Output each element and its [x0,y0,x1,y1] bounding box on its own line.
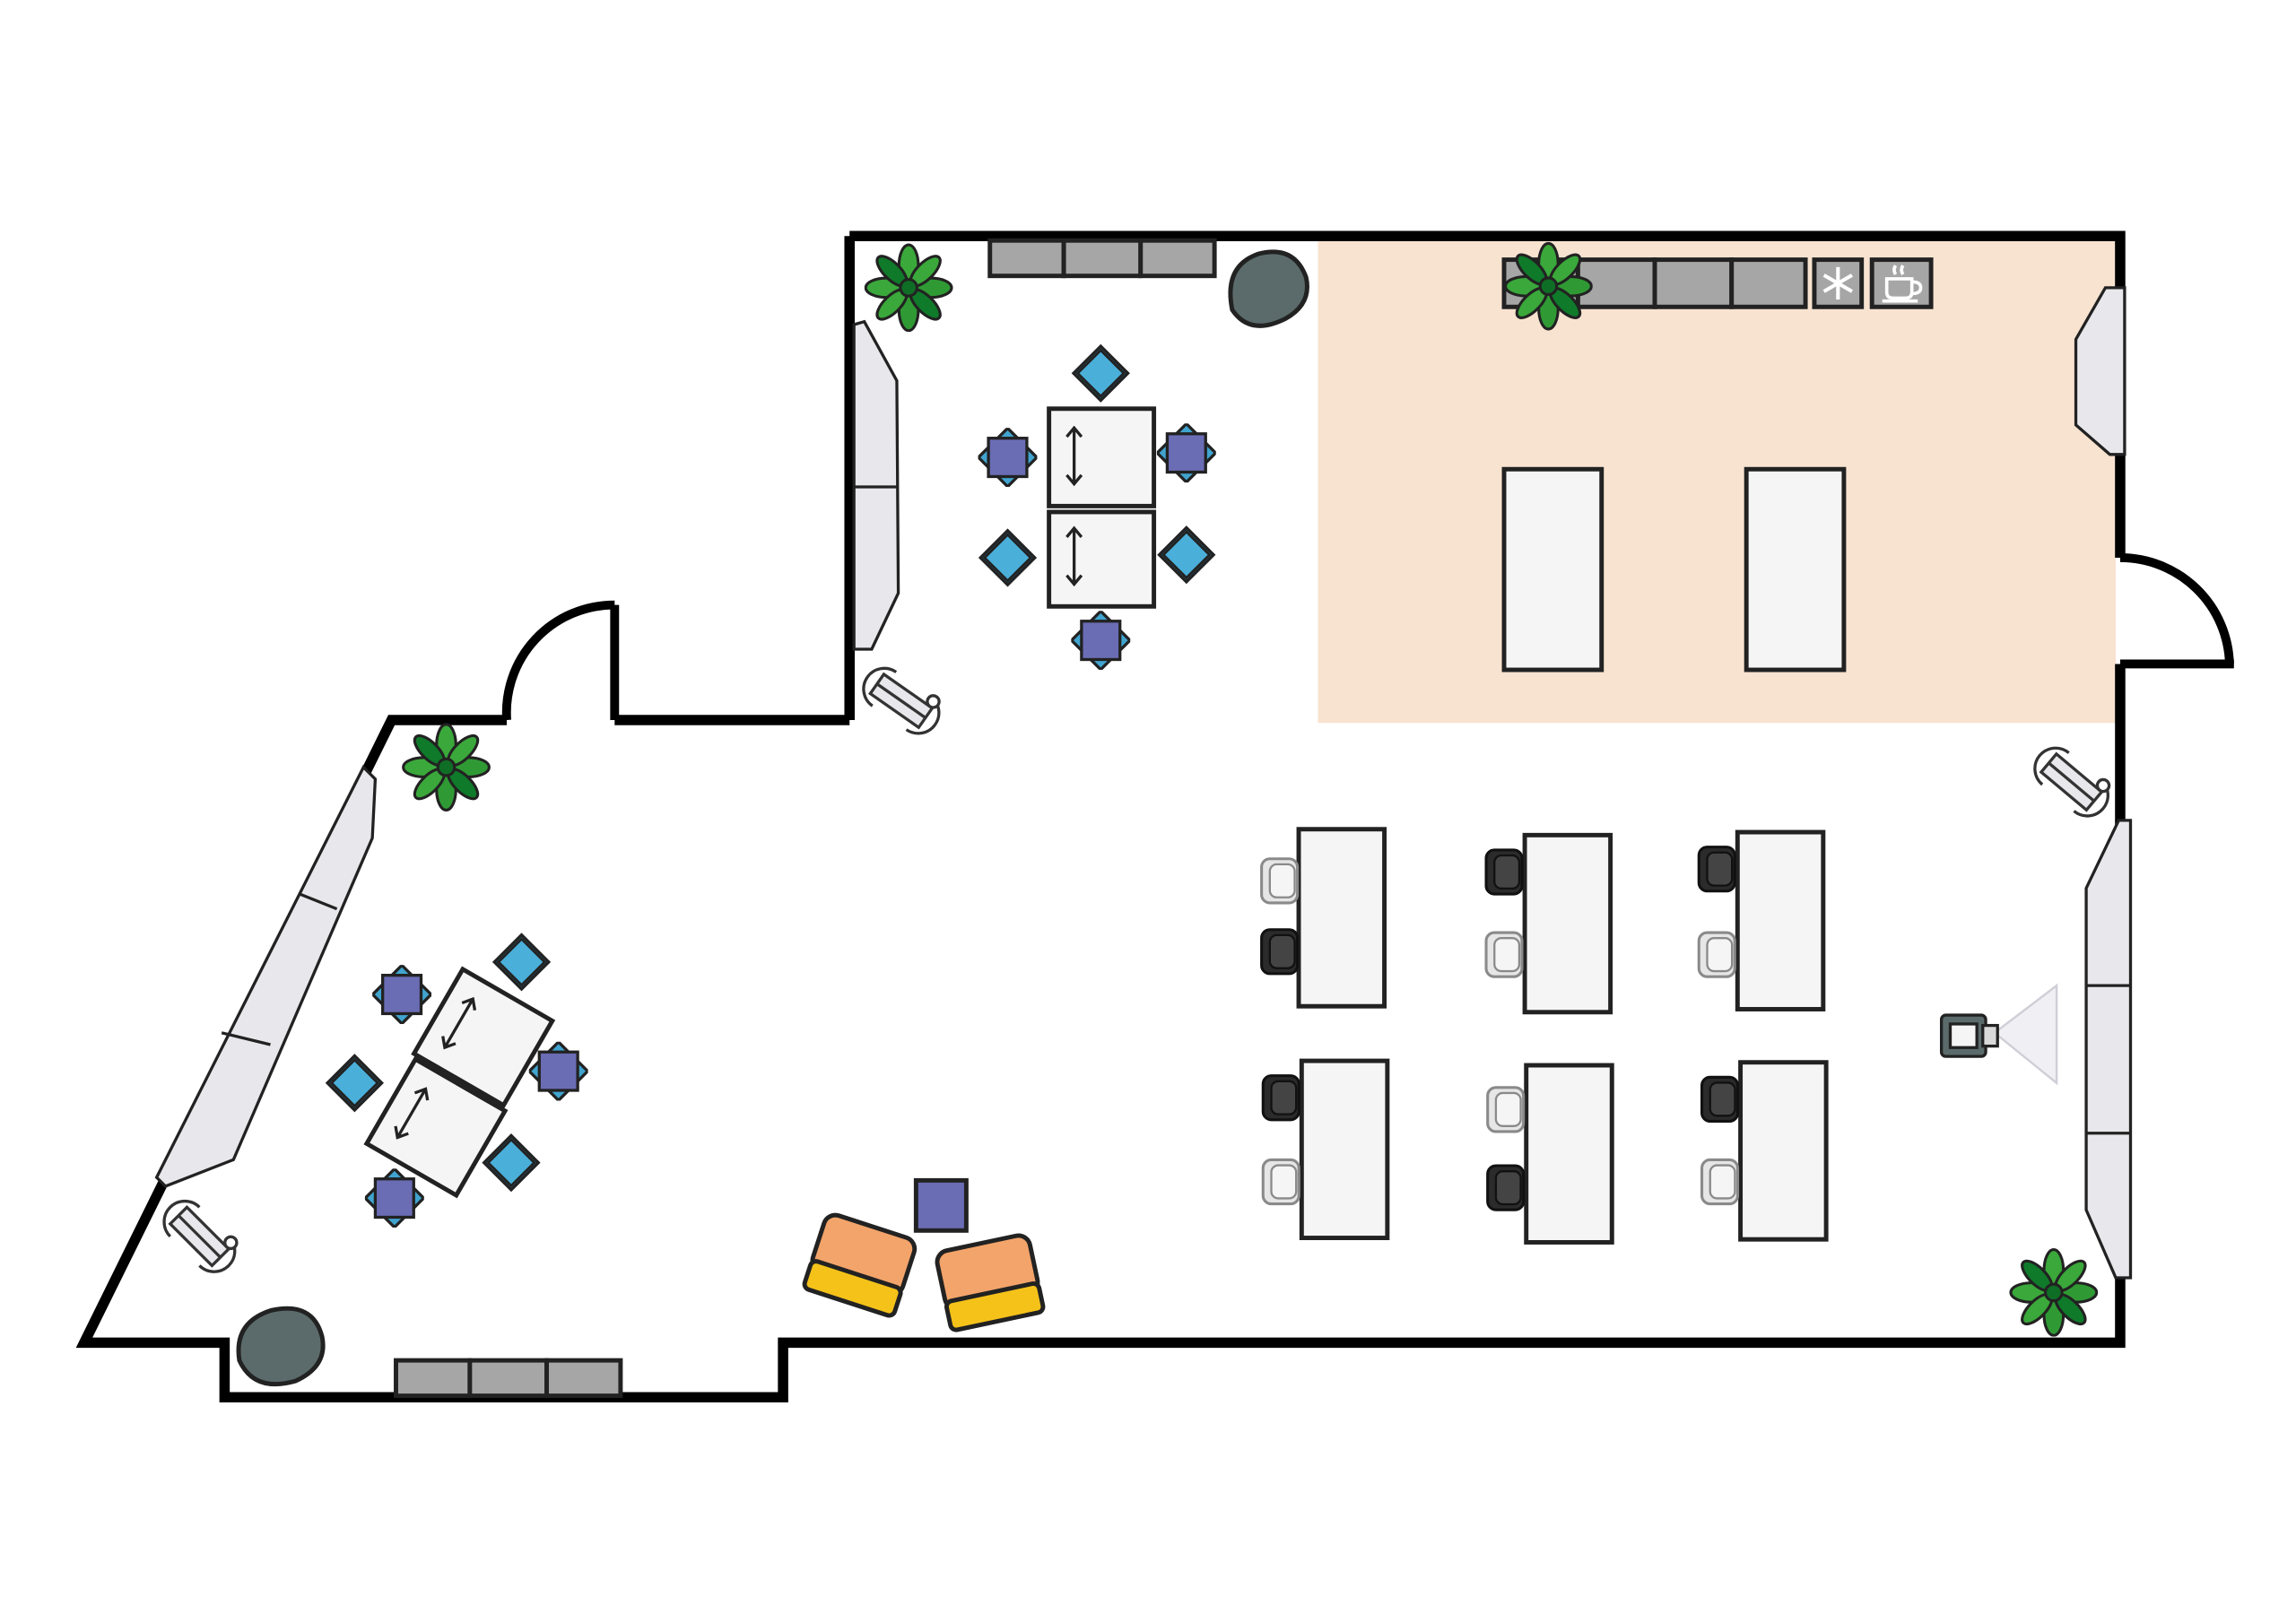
office-chair[interactable] [1486,1164,1526,1211]
workshop-table-left-1 [411,966,556,1108]
storage-cabinets-top [987,238,1217,279]
kitchen-table-2 [1744,466,1847,673]
office-chair[interactable] [1261,1074,1300,1122]
door-left[interactable] [501,600,620,721]
stool-seat[interactable] [372,965,432,1024]
camera-tripod-top [854,655,951,743]
stool-seat[interactable] [1071,611,1131,671]
office-chair[interactable] [1260,857,1300,905]
stool-seat[interactable] [364,1168,424,1228]
workshop-table-top-1 [1047,406,1157,508]
whiteboard-right-long [2084,819,2133,1280]
storage-cabinets-bottom [394,1358,623,1399]
office-chair[interactable] [1697,846,1736,893]
whiteboard-right-top [2074,286,2126,456]
projector-icon [1939,983,2058,1086]
double-arrow-icon [1065,525,1083,587]
office-chair[interactable] [1697,931,1736,978]
ottoman[interactable] [913,1177,969,1233]
camera-tripod-right [2024,735,2120,827]
stool-seat[interactable] [528,1041,588,1101]
stool-seat[interactable] [492,933,551,991]
lounge-chair-left[interactable] [802,1212,918,1318]
office-chair[interactable] [1260,928,1300,976]
office-chair[interactable] [1261,1158,1300,1206]
camera-tripod-left [153,1189,248,1282]
stool-seat[interactable] [978,529,1037,586]
office-chair[interactable] [1700,1075,1740,1124]
desk [1522,832,1613,1015]
stool-seat[interactable] [326,1054,384,1112]
desk [1296,827,1387,1009]
stool-seat[interactable] [978,428,1038,487]
office-chair[interactable] [1484,931,1524,978]
double-arrow-icon [1065,425,1083,487]
plant-icon [864,243,953,333]
office-chair[interactable] [1486,1086,1526,1133]
coffee-cup-icon [1869,257,1934,309]
kitchen-table-1 [1501,466,1605,673]
plant-icon [402,723,491,812]
office-chair[interactable] [1484,848,1524,896]
double-arrow-icon [394,1087,430,1140]
workshop-table-top-2 [1047,509,1157,609]
beanbag-top [1228,249,1309,328]
double-arrow-icon [441,996,477,1050]
desk [1735,829,1826,1011]
whiteboard-diagonal [154,764,378,1188]
beanbag-bottom [236,1306,326,1387]
stool-seat[interactable] [1157,525,1215,584]
office-chair[interactable] [1700,1158,1740,1206]
desk [1524,1063,1614,1245]
stool-seat[interactable] [483,1133,540,1192]
desk [1738,1060,1829,1242]
desk [1299,1058,1390,1241]
snowflake-icon [1812,257,1865,309]
lounge-chair-right[interactable] [935,1233,1046,1332]
stool-seat[interactable] [1072,344,1130,403]
kitchen-floor [1318,239,2117,724]
stool-seat[interactable] [1156,423,1216,483]
door-right[interactable] [2119,553,2234,669]
plant-icon [2009,1248,2099,1337]
workshop-table-left-2 [363,1055,509,1199]
plant-icon [1504,241,1593,331]
